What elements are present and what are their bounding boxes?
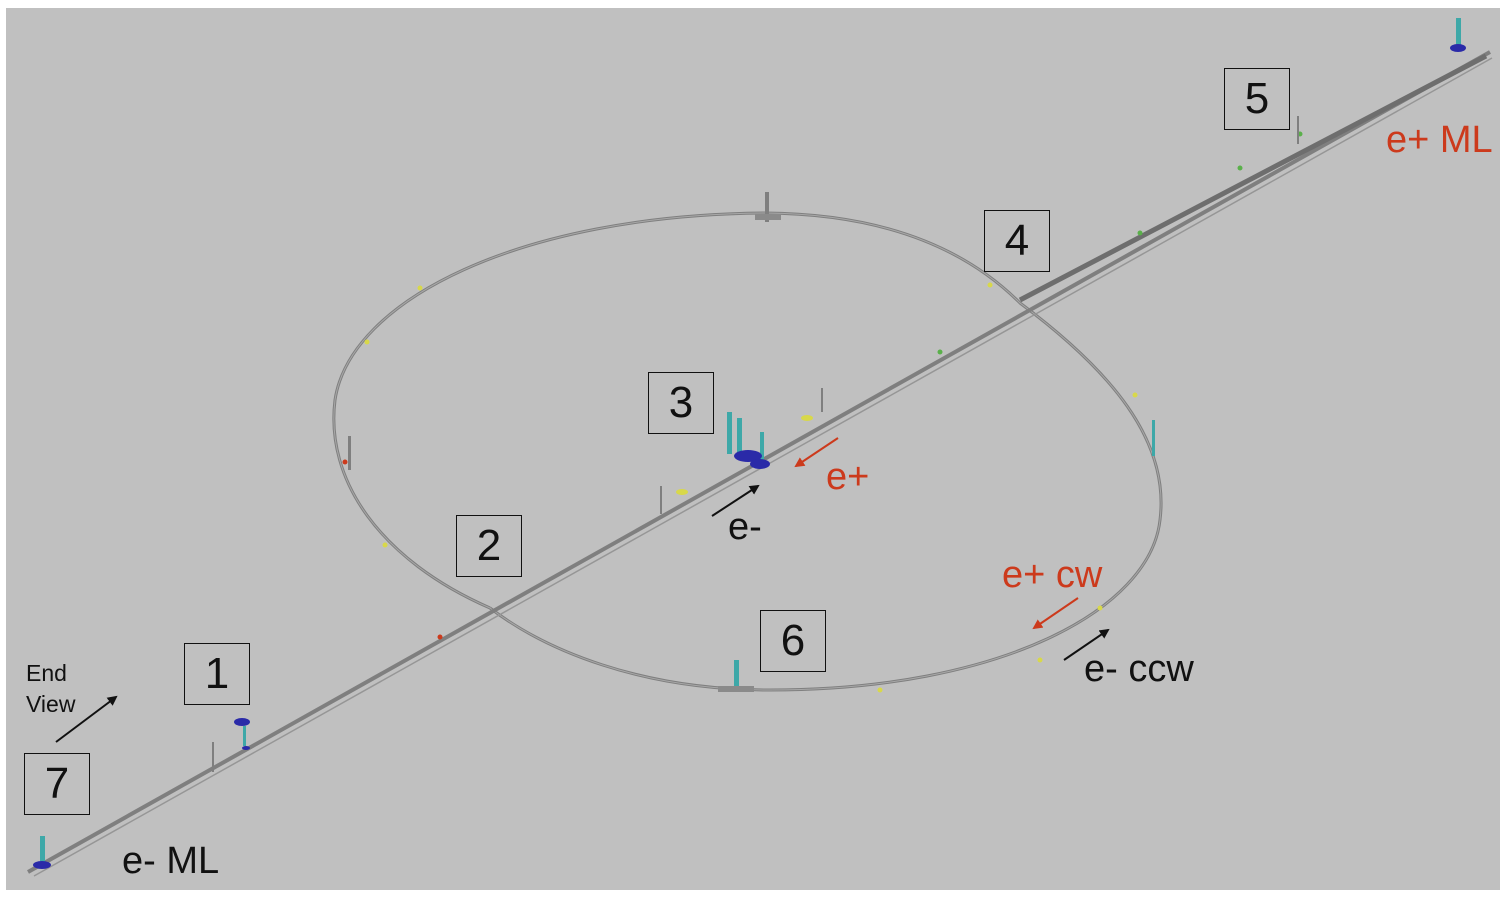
label-e-minus-ml: e- ML [122, 840, 220, 882]
label-e-plus-cw: e+ cw [1002, 554, 1103, 596]
label-e-plus-ml: e+ ML [1386, 119, 1493, 161]
station-box-4: 4 [984, 210, 1050, 272]
arrow-icon [1032, 597, 1079, 630]
beamline-component-icon [33, 18, 1466, 869]
label-e-minus-ccw: e- ccw [1084, 648, 1194, 690]
station-box-5: 5 [1224, 68, 1290, 130]
label-e-plus: e+ [826, 456, 870, 498]
station-box-2: 2 [456, 515, 522, 577]
arrow-icon [794, 437, 839, 468]
arrow-icon [55, 695, 118, 743]
arrow-icon [1063, 628, 1110, 661]
ring-inner-highlight [333, 212, 1162, 691]
station-box-7: 7 [24, 753, 90, 815]
station-box-6: 6 [760, 610, 826, 672]
beamline-markers [342, 131, 1303, 693]
label-end-view-line2: View [26, 691, 76, 717]
label-end-view-line1: End [26, 660, 67, 686]
station-box-1: 1 [184, 643, 250, 705]
main-linac-line-dark [1018, 53, 1488, 303]
arrow-icon [711, 484, 760, 517]
label-e-minus: e- [728, 506, 762, 548]
station-box-3: 3 [648, 372, 714, 434]
